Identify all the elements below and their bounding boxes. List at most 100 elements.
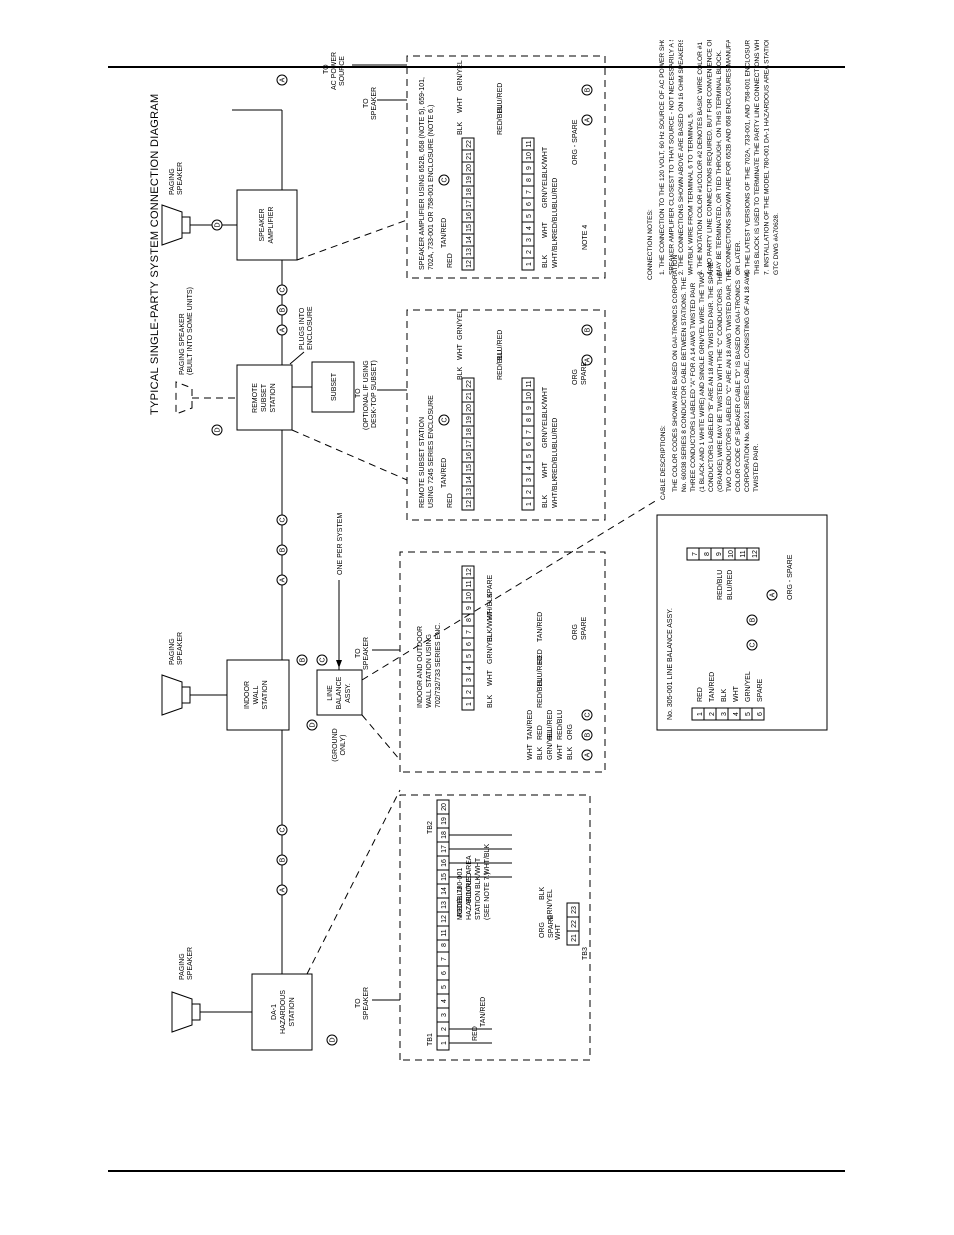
indoor-left-wire-7: BLU/RED [547,710,554,740]
connection-note-line-3: WHT/BLK WIRE FROM TERMINAL 6 TO TERMINAL… [688,112,695,275]
indoor-num-7: 7 [466,630,473,634]
amp-upper-num-3: 3 [526,238,533,242]
haz-caption-3: STATION [475,891,482,920]
bus2-marker-2-circle [276,514,288,526]
amp-upper-num-6: 6 [526,202,533,206]
lb-c-marker-circle [316,654,328,666]
indoor-left-wire-4: WHT [527,743,534,760]
connection-note-line-11: 7. INSTALLATION OF THE MODEL 780-001 DA-… [764,40,771,275]
bus-marker-1-letter: B [280,857,287,862]
remote-subset-unit: REMOTE SUBSET STATION SUBSET PLUGS INTO … [236,306,355,431]
indoor-num-2: 2 [466,690,473,694]
subset-lower-num-16: 16 [466,452,473,460]
indoor-left-wire-3: BLK [537,746,544,760]
indoor-b-marker-circle [581,729,593,741]
paging-speaker-4-line-2: SPEAKER [177,162,184,195]
amp-upper-num-4: 4 [526,226,533,230]
lba-left-num-3: 3 [721,712,728,716]
subset-upper-wire-1: WHT [542,461,549,478]
subset-lower-num-15: 15 [466,464,473,472]
connection-note-line-12: GTC DWG #A70628. [773,213,780,275]
connection-note-line-10: THIS BLOCK IS USED TO TERMINATE THE PART… [754,40,761,275]
amp-spare: ORG - SPARE [572,119,579,165]
indoor-a-marker-circle [581,749,593,761]
amp-lower-num-22: 22 [466,140,473,148]
diagram-title: TYPICAL SINGLE-PARTY SYSTEM CONNECTION D… [149,94,161,415]
amp-upper-num-10: 10 [526,152,533,160]
amp-b-marker-letter: B [585,87,592,92]
amp-upper-wire-0: BLK [542,254,549,268]
lba-right-wire-0: RED/BLU [717,570,724,600]
tb2-wire-label-3: WHT/BLK [484,844,491,875]
indoor-upper-wire-6: RED/BLU [537,678,544,708]
indoor-upper-wire-1: WHT [487,669,494,686]
lba-right-cell-12 [746,547,760,561]
cable-desc-line-4: CONDUCTORS LABELED "B" ARE AN 18 AWG TWI… [708,261,715,492]
indoor-wall-line-3: STATION [262,680,269,709]
lba-c-marker-letter: C [750,642,757,647]
hazardous-unit: DA-1 HAZARDOUS STATION [251,973,313,1051]
indoor-upper-wire-8: RED [537,649,544,664]
subset-b-marker-circle [581,324,593,336]
tb2-num-17: 17 [441,845,448,853]
remote-subset-line-2: SUBSET [261,383,268,412]
indoor-d-marker-circle [306,719,318,731]
indoor-left-wire-8: RED [537,725,544,740]
amp-left-wire-0: BLK [457,121,464,135]
subset-lower-num-14: 14 [466,476,473,484]
subset-lower-cell-22 [461,377,475,391]
tb3-num-21: 21 [571,934,578,942]
subset-lower-num-22: 22 [466,380,473,388]
cable-desc-line-5: (ORANGE) WIRE MAY BE TWISTED WITH THE "C… [717,271,724,492]
cable-descriptions: CABLE DESCRIPTIONS: THE COLOR CODES SHOW… [660,254,760,500]
bus4-marker-0-letter: A [280,77,287,82]
subset-upper-wire-0: BLK [542,494,549,508]
amp-upper-num-9: 9 [526,166,533,170]
subset-upper-wire-4: WHT/BLK [552,477,559,508]
lba-left-wire-4: GRN/YEL [745,671,752,702]
tb2-wire-label-1: BLU/RED [466,873,473,903]
bus4-marker-0-circle [276,74,288,86]
amp-lower-num-15: 15 [466,224,473,232]
bus-marker-2-letter: C [280,827,287,832]
indoor-upper-wire-0: BLK [487,694,494,708]
subset-a-marker-letter: A [585,357,592,362]
to-speaker-3-b: SPEAKER [371,87,378,120]
amp-upper-num-11: 11 [526,140,533,147]
footer-rule [108,1170,845,1172]
ground-only-line-2: ONLY) [340,735,347,756]
amp-upper-wire-5: RED/BLU [552,208,559,238]
cable-desc-line-1: No. 60038 SERIES 8 CONDUCTOR CABLE BETWE… [681,276,688,492]
amp-lower-wire-1: TAN/RED [441,218,448,248]
bus2-marker-0-circle [276,574,288,586]
lba-right-wire-1: BLU/RED [727,570,734,600]
lba-a-marker-letter: A [770,592,777,597]
indoor-d-marker-letter: D [310,722,317,727]
lba-caption: No. 305-001 LINE BALANCE ASSY. [667,608,674,720]
amp-terminals: 12131415161718192021221234567891011REDTA… [438,60,593,271]
tb1-num-6: 6 [441,971,448,975]
tb2-num-18: 18 [441,831,448,839]
lba-a-marker-circle [766,589,778,601]
amp-left-wire-1: WHT [457,96,464,113]
connection-note-line-2: 2. THE CONNECTIONS SHOWN ABOVE ARE BASED… [678,40,685,275]
amp-c-marker-circle [438,174,450,186]
to-desk-subset-1: TO [355,388,362,398]
bus2-marker-0-letter: A [280,577,287,582]
subset-caption-1: REMOTE SUBSET STATION [419,417,426,508]
amp-a-marker-letter: A [585,117,592,122]
subset-lower-num-17: 17 [466,440,473,448]
haz-spare-1: ORG [539,922,546,938]
indoor-upper-wire-7: BLU/RED [537,656,544,686]
lba-right-num-7: 7 [692,552,699,556]
hazardous-unit-line-2: HAZARDOUS [280,990,287,1034]
tb3-wire-label-2: BLK [539,886,546,900]
subset-lower-wire-0: RED [447,493,454,508]
amp-upper-num-7: 7 [526,190,533,194]
tb3-num-23: 23 [571,906,578,914]
bus3-marker-1-circle [276,304,288,316]
subset-lower-num-12: 12 [466,500,473,508]
speaker-amp-line-2: AMPLIFIER [268,207,275,244]
